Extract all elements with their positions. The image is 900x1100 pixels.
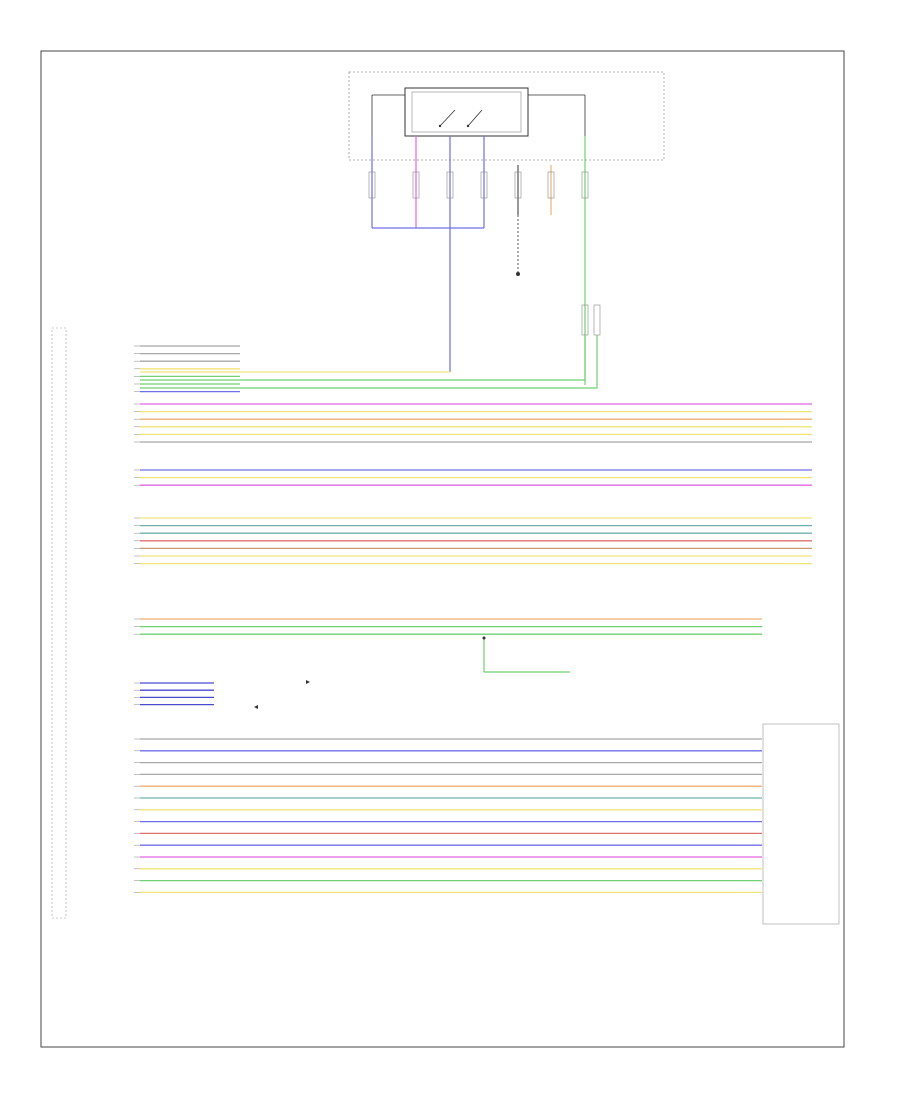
shift-group [134,618,762,635]
sensor-group-a [134,403,812,443]
sensor-group-b [134,469,812,486]
trans-group [134,738,762,894]
pcm-connector-outline [51,327,67,919]
can-group [134,682,214,706]
ground-point-icon [516,272,520,276]
riser-green-a [140,335,586,381]
power-group [134,345,240,393]
diagram-frame [40,50,845,1048]
transmission-connector-outline [762,723,840,925]
wire-layer [134,335,812,894]
sensor-group-c [134,517,812,565]
riser-green-b [140,335,598,389]
top-relay-block [348,71,665,161]
can-arrows [254,680,310,709]
shift-solenoid-block [482,636,570,673]
relay-connector-stubs [368,136,601,385]
